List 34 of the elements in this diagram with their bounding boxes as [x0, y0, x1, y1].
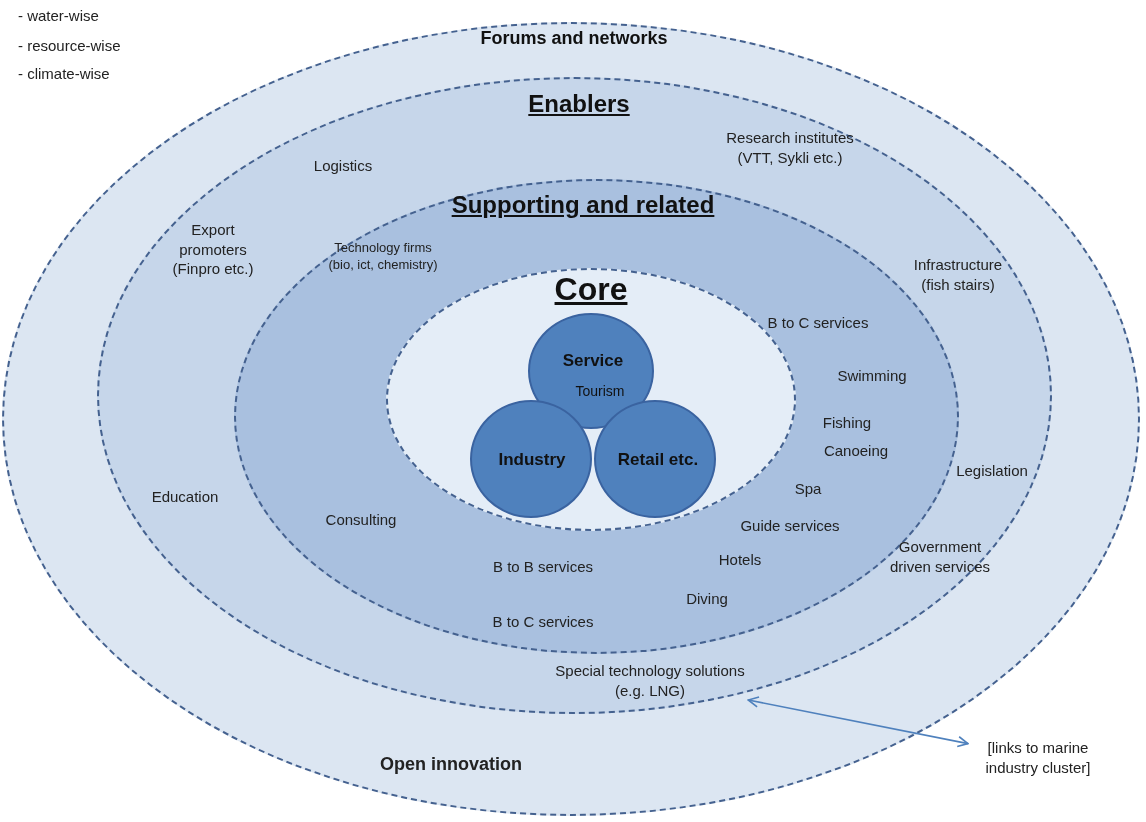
ring-item-text: Swimming: [837, 366, 907, 386]
ring-item-text: B to C services: [767, 313, 869, 333]
ring-item-text: B to B services: [493, 557, 593, 577]
callout-text: Special technology solutions (e.g. LNG): [547, 661, 753, 700]
ring-item-text: Spa: [794, 479, 822, 499]
ring-item-text: Technology firms (bio, ict, chemistry): [327, 240, 439, 274]
ring-item-text: Guide services: [740, 516, 840, 536]
ring-item-text: - resource-wise: [18, 36, 121, 56]
ring-item-text: Government driven services: [888, 537, 991, 576]
callout-text: [links to marine industry cluster]: [968, 738, 1108, 777]
ring-item-text: B to C services: [492, 612, 594, 632]
ring-item-text: Logistics: [313, 156, 373, 176]
ring-item-text: - water-wise: [18, 6, 99, 26]
circle-label: Retail etc.: [617, 450, 699, 470]
ring-heading: Supporting and related: [451, 191, 715, 219]
circle-label: Industry: [498, 450, 566, 470]
ring-heading: Enablers: [528, 90, 630, 118]
ring-item-text: Infrastructure (fish stairs): [912, 255, 1004, 294]
ring-item-text: Research institutes (VTT, Sykli etc.): [725, 128, 855, 167]
ring-item-text: - climate-wise: [18, 64, 110, 84]
ring-heading: Forums and networks: [480, 28, 668, 49]
ring-item-text: Legislation: [956, 461, 1028, 481]
ring-heading: Core: [554, 271, 628, 308]
ring-item-text: Open innovation: [380, 753, 522, 776]
ring-item-text: Hotels: [718, 550, 762, 570]
ring-item-text: Diving: [686, 589, 728, 609]
ring-item-text: Export promoters (Finpro etc.): [171, 220, 255, 279]
ring-item-text: Canoeing: [823, 441, 889, 461]
ring-item-text: Consulting: [325, 510, 397, 530]
double-arrow: [747, 696, 969, 748]
ring-item-text: Fishing: [822, 413, 872, 433]
ring-item-text: Education: [151, 487, 219, 507]
circle-label: Service: [562, 351, 624, 371]
circle-subtext: Tourism: [575, 383, 625, 399]
